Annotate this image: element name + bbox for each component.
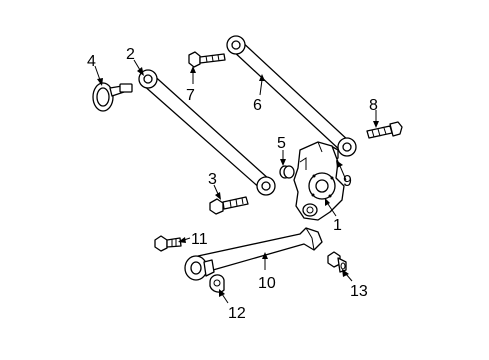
- callout-4: 4: [87, 53, 96, 70]
- callout-9: 9: [343, 173, 352, 190]
- callout-1: 1: [333, 217, 342, 234]
- callout-2: 2: [126, 46, 135, 63]
- part-5-small-bushing: [279, 165, 295, 179]
- leader-lines: [94, 59, 379, 304]
- callout-13: 13: [350, 283, 368, 300]
- callout-8: 8: [369, 97, 378, 114]
- part-1-knuckle: [293, 141, 345, 221]
- part-11-bolt: [154, 235, 182, 252]
- callout-7: 7: [186, 87, 195, 104]
- part-3-bolt: [209, 196, 249, 215]
- part-8-bolt: [366, 121, 403, 139]
- part-12-washer: [209, 274, 225, 293]
- callout-3: 3: [208, 171, 217, 188]
- part-13-nut: [327, 251, 347, 273]
- part-7-bolt: [188, 51, 226, 68]
- callout-labels: 4 2 7 6 8 5 9 3 1 11 10 12 13: [87, 46, 378, 322]
- callout-5: 5: [277, 135, 286, 152]
- callout-10: 10: [258, 275, 276, 292]
- callout-6: 6: [253, 97, 262, 114]
- callout-11: 11: [191, 231, 208, 248]
- part-10-lower-arm: [184, 227, 323, 281]
- part-4-bushing-cap: [92, 82, 133, 112]
- part-2-control-arm: [138, 69, 276, 196]
- part-6-rear-arm: [226, 35, 357, 157]
- callout-12: 12: [228, 305, 246, 322]
